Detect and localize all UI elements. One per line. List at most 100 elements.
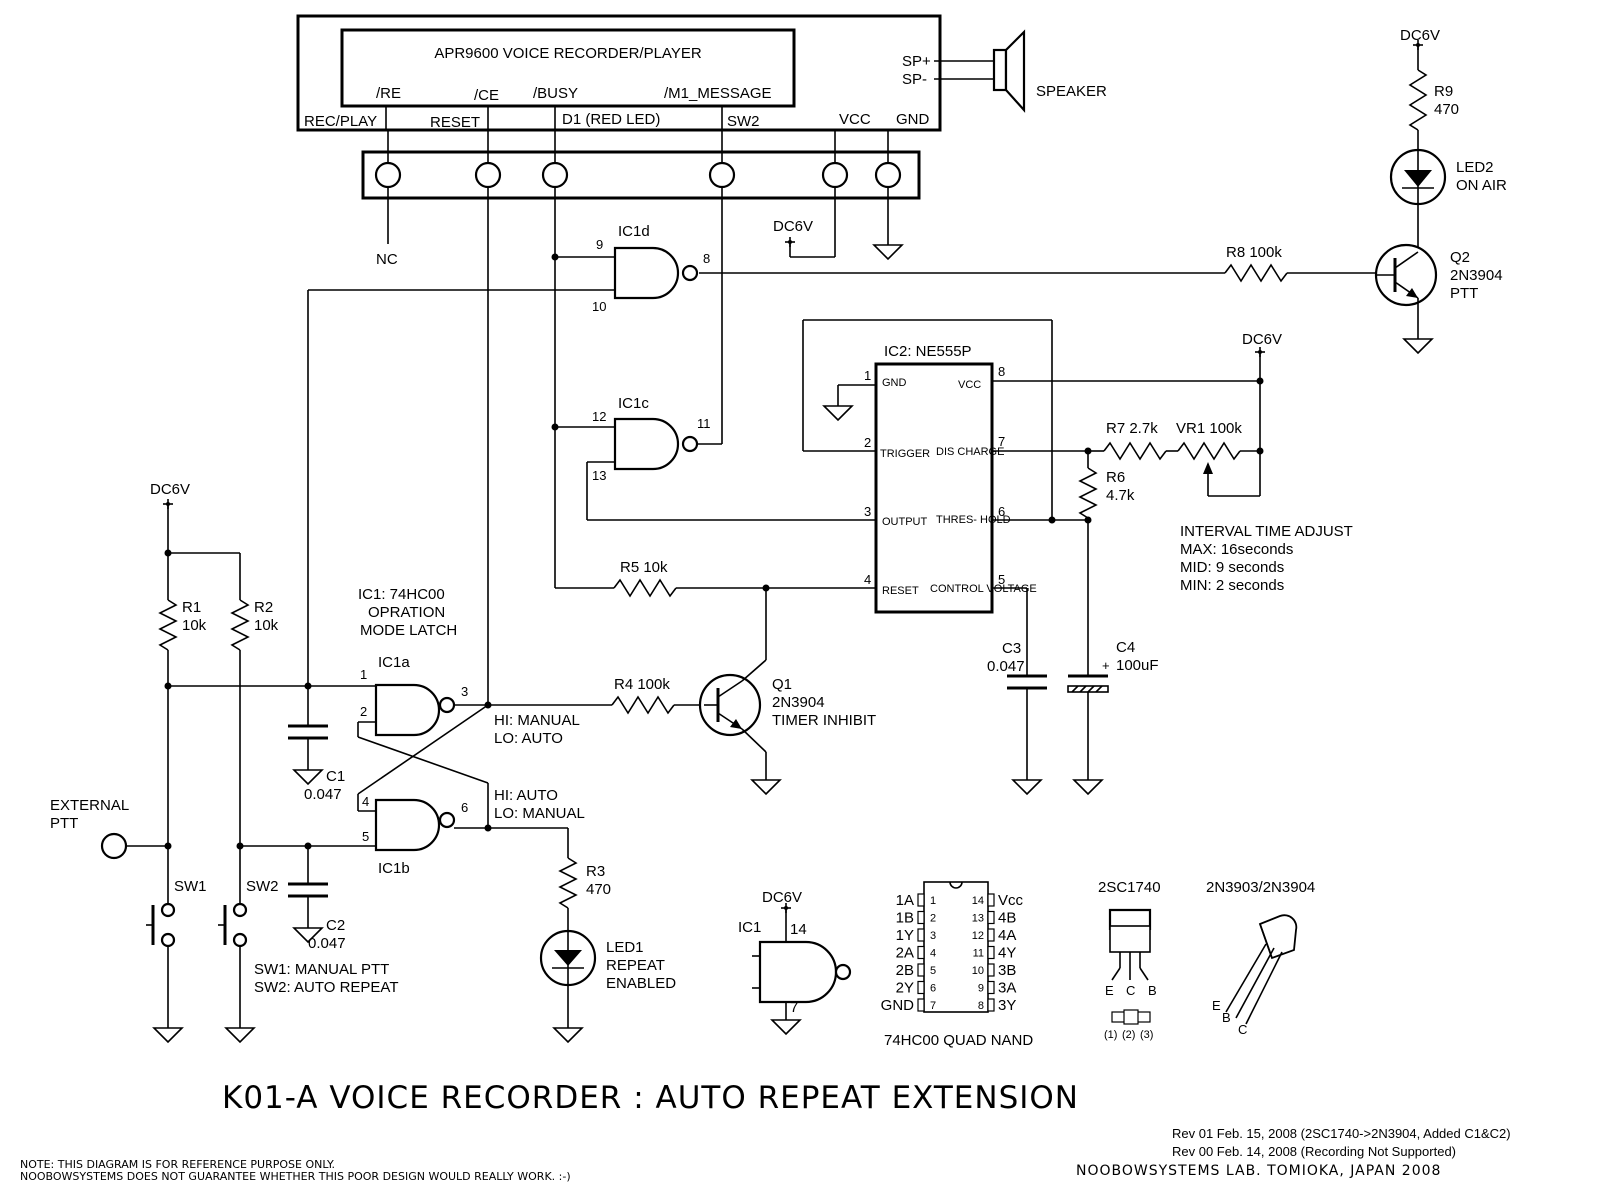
legend-pin7: 7: [790, 999, 798, 1016]
ic1d-label: IC1d: [618, 223, 650, 240]
ne555-pin7-name: DIS CHARGE: [936, 446, 1004, 458]
t2-pin-b: B: [1222, 1010, 1231, 1025]
ne555-pin3-num: 3: [864, 504, 871, 519]
diagram-title: K01-A VOICE RECORDER : AUTO REPEAT EXTEN…: [222, 1080, 1079, 1116]
ne555-pin4-num: 4: [864, 572, 871, 587]
pinout-pin-left: [917, 910, 925, 925]
dc6v-label-led2: DC6V: [1400, 27, 1440, 44]
pin-label-d1: D1 (RED LED): [562, 111, 660, 128]
interval-mid: MID: 9 seconds: [1180, 559, 1284, 576]
t2-pin-c: C: [1238, 1022, 1247, 1037]
pinout-left-label: 1Y: [896, 927, 914, 944]
ic1b-pin5: 5: [362, 829, 369, 844]
t1-num-1: (1): [1104, 1029, 1117, 1041]
t2-title: 2N3903/2N3904: [1206, 879, 1315, 896]
r9-value: 470: [1434, 101, 1459, 118]
pinout-left-label: 1A: [896, 892, 914, 909]
ne555-pin7-num: 7: [998, 434, 1005, 449]
nc-label: NC: [376, 251, 398, 268]
pinout-right-label: Vcc: [998, 892, 1024, 909]
pinout-right-num: 9: [978, 983, 984, 995]
q1-label: Q1: [772, 676, 792, 693]
apr9600-module: APR9600 VOICE RECORDER/PLAYER /RE /CE /B…: [296, 14, 1107, 268]
pinout-right-num: 10: [972, 965, 984, 977]
pinout-right-num: 8: [978, 1000, 984, 1012]
pinout-pin-left: [917, 998, 925, 1012]
vr1-wiper[interactable]: [1203, 462, 1213, 496]
dc6v-label-apr: DC6V: [773, 218, 813, 235]
ne555-pin1-name: GND: [882, 377, 907, 389]
sw1-pushbutton[interactable]: [146, 902, 176, 948]
external-ptt-jack[interactable]: [100, 832, 128, 860]
ic1d-pin9: 9: [596, 237, 603, 252]
pinout-right-label: 3B: [998, 962, 1016, 979]
pin-label-sw2: SW2: [727, 113, 760, 130]
pinout-caption: 74HC00 QUAD NAND: [884, 1032, 1033, 1049]
ic1b-out-note-hi: HI: AUTO: [494, 787, 558, 804]
sw1-label: SW1: [174, 878, 207, 895]
ne555-pin1-num: 1: [864, 368, 871, 383]
sw2-pushbutton[interactable]: [218, 902, 248, 948]
c1-label: C1: [326, 768, 345, 785]
ne555-timer: IC2: NE555P 1 GND 2 TRIGGER 3 OUTPUT 4 R…: [802, 319, 1260, 676]
c2-label: C2: [326, 917, 345, 934]
pinout-right-label: 3A: [998, 980, 1016, 997]
q2-desc: PTT: [1450, 285, 1478, 302]
legend-pin14: 14: [790, 921, 807, 938]
ic1b-out-note-lo: LO: MANUAL: [494, 805, 585, 822]
svg-text:+: +: [1102, 658, 1110, 673]
q2-transistor: [1374, 243, 1438, 307]
dc6v-label-left: DC6V: [150, 481, 190, 498]
pinout-pin-left: [917, 963, 925, 977]
t1-pin-b: B: [1148, 983, 1157, 998]
pinout-right-label: 4B: [998, 910, 1016, 927]
pin-label-busy: /BUSY: [533, 85, 578, 102]
pinout-left-num: 1: [930, 895, 936, 907]
pinout-right-num: 13: [972, 913, 984, 925]
pinout-pin-right: [987, 945, 995, 960]
nand-ic1d: IC1d 9 10 8: [592, 223, 710, 314]
2sc1740-package: 2SC1740 E C B (1) (2) (3): [1098, 879, 1161, 1041]
t1-pin-c: C: [1126, 983, 1135, 998]
pinout-left-label: 1B: [896, 910, 914, 927]
r2-value: 10k: [254, 617, 279, 634]
q1-type: 2N3904: [772, 694, 825, 711]
r6-label: R6: [1106, 469, 1125, 486]
external-ptt-label-2: PTT: [50, 815, 78, 832]
led2-desc: ON AIR: [1456, 177, 1507, 194]
pin-label-ce: /CE: [474, 87, 499, 104]
ic1d-pin10: 10: [592, 299, 606, 314]
terminal-strip: [361, 150, 921, 200]
nand-ic1b: IC1b 4 5 6: [362, 794, 468, 877]
pin-label-m1-message: /M1_MESSAGE: [664, 85, 772, 102]
r1-label: R1: [182, 599, 201, 616]
ne555-pin6-num: 6: [998, 504, 1005, 519]
pinout-right-label: 4Y: [998, 945, 1016, 962]
pinout-left-num: 6: [930, 983, 936, 995]
ne555-pin2-num: 2: [864, 435, 871, 450]
timer-inhibit-section: R4 100k Q1 2N3904 TIMER INHIBIT R5 10k: [555, 559, 876, 795]
pin-label-rec-play: REC/PLAY: [304, 113, 377, 130]
ptt-output-stage: DC6V R9 470 LED2 ON AIR Q2 2N3904 PTT: [699, 27, 1507, 354]
interval-min: MIN: 2 seconds: [1180, 577, 1284, 594]
nand-ic1a: IC1a 1 2 3: [360, 654, 468, 737]
ic1a-label: IC1a: [378, 654, 410, 671]
pinout-left-label: 2Y: [896, 980, 914, 997]
led2-label: LED2: [1456, 159, 1494, 176]
pin-label-vcc: VCC: [839, 111, 871, 128]
ic1c-pin12: 12: [592, 409, 606, 424]
ne555-pin2-name: TRIGGER: [880, 448, 930, 460]
pinout-left-label: 2B: [896, 962, 914, 979]
pinout-right-num: 12: [972, 930, 984, 942]
led1-desc-1: REPEAT: [606, 957, 665, 974]
pin-label-gnd: GND: [896, 111, 930, 128]
t2-pin-e: E: [1212, 998, 1221, 1013]
r2-label: R2: [254, 599, 273, 616]
pinout-right-label: 3Y: [998, 997, 1016, 1014]
c1-value: 0.047: [304, 786, 342, 803]
r8-label: R8 100k: [1226, 244, 1282, 261]
r1-value: 10k: [182, 617, 207, 634]
logic-wiring: [164, 187, 876, 858]
ic1c-pin11: 11: [697, 416, 711, 431]
